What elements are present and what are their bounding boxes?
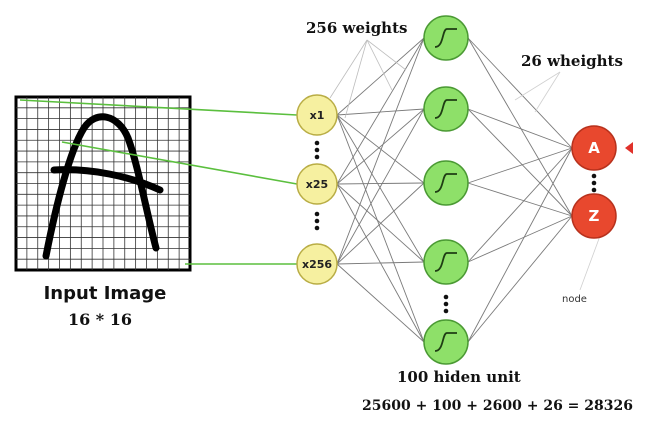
parameter-count-equation: 25600 + 100 + 2600 + 26 = 28326 (362, 398, 633, 414)
input-image-title: Input Image (44, 283, 167, 304)
weights-annotation-line (366, 39, 407, 71)
hidden-output-connection (467, 147, 573, 263)
input-hidden-connection (336, 37, 425, 185)
hidden-output-connection (467, 108, 573, 149)
input-hidden-connection (336, 108, 425, 185)
output-node-label: Z (589, 207, 600, 225)
sigmoid-icon (434, 173, 457, 193)
input-hidden-connection (336, 261, 425, 265)
sigmoid-icon (434, 252, 457, 272)
input-hidden-connection (336, 114, 425, 343)
network-connections (329, 37, 601, 343)
pixel-input-link (61, 141, 298, 185)
ellipsis-dot (443, 301, 449, 307)
handwritten-letter-crossbar (50, 166, 164, 194)
input-node-label: x1 (310, 109, 325, 122)
input-hidden-connection (336, 263, 425, 343)
weights-annotation-line (534, 71, 561, 113)
hidden-output-connection (467, 147, 573, 184)
input-hidden-connection (336, 182, 425, 185)
input-hidden-connection (336, 114, 425, 184)
weights-annotation-line (329, 39, 368, 99)
ellipsis-dot (314, 147, 320, 153)
input-hidden-connection (336, 108, 425, 116)
hidden-output-connection (467, 215, 573, 263)
hidden-node (423, 15, 469, 61)
node-label: node (562, 294, 587, 305)
hidden-units-label: 100 hiden unit (397, 368, 521, 386)
ellipsis-dot (314, 154, 320, 160)
output-weights-label: 26 wheights (521, 52, 623, 70)
node-annotation-line (579, 235, 601, 291)
ellipsis-dot (591, 187, 597, 193)
network-nodes: x1 x25 x256 A Z (296, 15, 633, 365)
input-node-label: x256 (302, 258, 332, 271)
ellipsis-dot (314, 218, 320, 224)
ellipsis-dot (443, 308, 449, 314)
sigmoid-icon (434, 332, 457, 352)
output-node (571, 125, 617, 171)
weights-annotation-line (514, 71, 561, 101)
input-hidden-connection (336, 182, 425, 265)
weights-annotation-line (366, 39, 393, 91)
output-marker-icon (625, 142, 633, 154)
input-node (296, 243, 338, 285)
input-node (296, 94, 338, 136)
pixel-to-input-connections (19, 99, 298, 265)
ellipsis-dot (314, 211, 320, 217)
ellipsis-dot (314, 225, 320, 231)
input-hidden-connection (336, 108, 425, 265)
ellipsis-dot (443, 294, 449, 300)
hidden-node (423, 86, 469, 132)
hidden-output-connection (467, 147, 573, 343)
ellipsis-dots (314, 140, 597, 314)
hidden-node (423, 319, 469, 365)
hidden-output-connection (467, 37, 573, 149)
hidden-output-connection (467, 215, 573, 343)
hidden-node (423, 239, 469, 285)
input-node (296, 163, 338, 205)
ellipsis-dot (314, 140, 320, 146)
handwritten-letter-stroke (42, 113, 160, 260)
hidden-output-connection (467, 108, 573, 217)
hidden-output-connection (467, 37, 573, 217)
input-node-label: x25 (306, 178, 328, 191)
output-node (571, 193, 617, 239)
output-node-label: A (588, 139, 600, 157)
input-weights-label: 256 weights (306, 19, 407, 37)
input-image-size: 16 * 16 (68, 310, 132, 329)
sigmoid-icon (434, 99, 457, 119)
ellipsis-dot (591, 173, 597, 179)
input-hidden-connection (336, 114, 425, 263)
input-hidden-connection (336, 37, 425, 116)
ellipsis-dot (591, 180, 597, 186)
sigmoid-icon (434, 28, 457, 48)
pixel-input-link (19, 99, 298, 116)
weights-annotation-line (344, 39, 368, 119)
hidden-node (423, 160, 469, 206)
input-pixel-grid (14, 95, 192, 272)
hidden-output-connection (467, 182, 573, 217)
input-hidden-connection (336, 37, 425, 265)
